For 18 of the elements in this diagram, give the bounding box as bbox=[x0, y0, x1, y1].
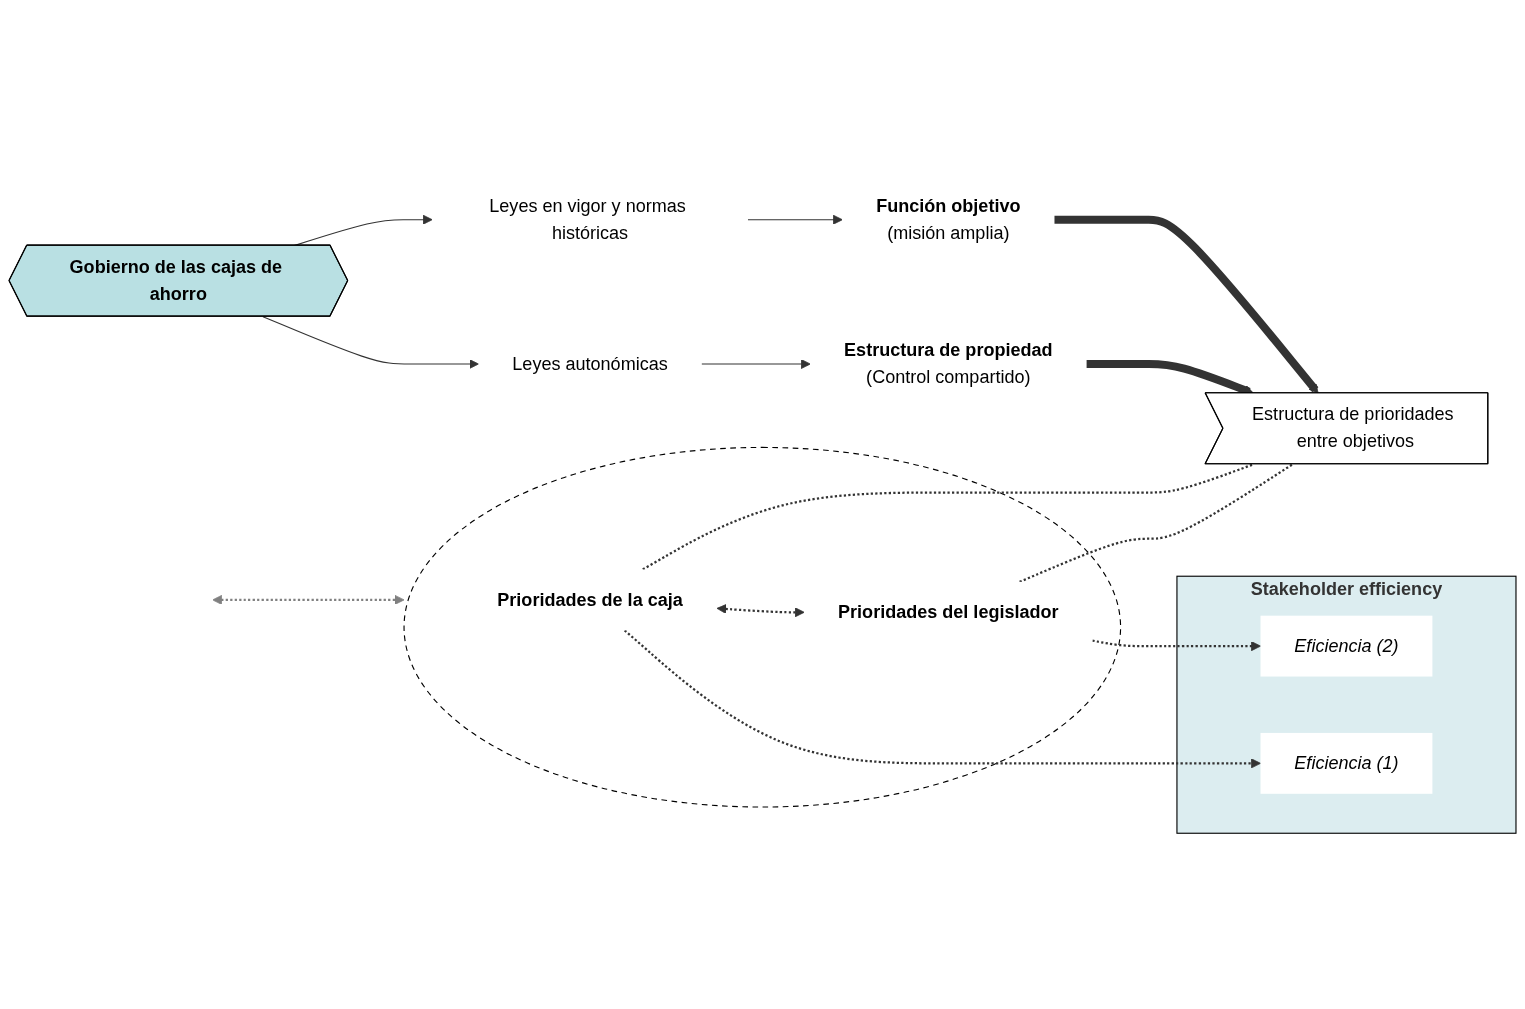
arrow bbox=[262, 316, 479, 369]
node-box: Eficiencia (1) bbox=[1260, 732, 1433, 794]
arrow bbox=[701, 359, 811, 369]
node-text: Leyes autonómicas bbox=[512, 353, 668, 374]
node-text: Prioridades del legislador bbox=[838, 602, 1059, 622]
arrow bbox=[1054, 215, 1319, 394]
node-text: Prioridades de la caja bbox=[497, 589, 683, 609]
arrow bbox=[716, 604, 805, 618]
connector bbox=[642, 463, 1254, 571]
connector bbox=[1019, 463, 1294, 583]
arrow bbox=[212, 594, 405, 605]
arrow bbox=[1092, 639, 1261, 652]
arrow bbox=[623, 629, 1261, 769]
node-text: Función objetivo (misión amplia) bbox=[876, 196, 1021, 243]
arrow bbox=[747, 214, 843, 225]
node-text: Leyes en vigor y normas históricas bbox=[489, 196, 686, 243]
node-box: Eficiencia (2) bbox=[1260, 615, 1433, 677]
node-text: Estructura de propiedad (Control compartido) bbox=[844, 340, 1053, 387]
